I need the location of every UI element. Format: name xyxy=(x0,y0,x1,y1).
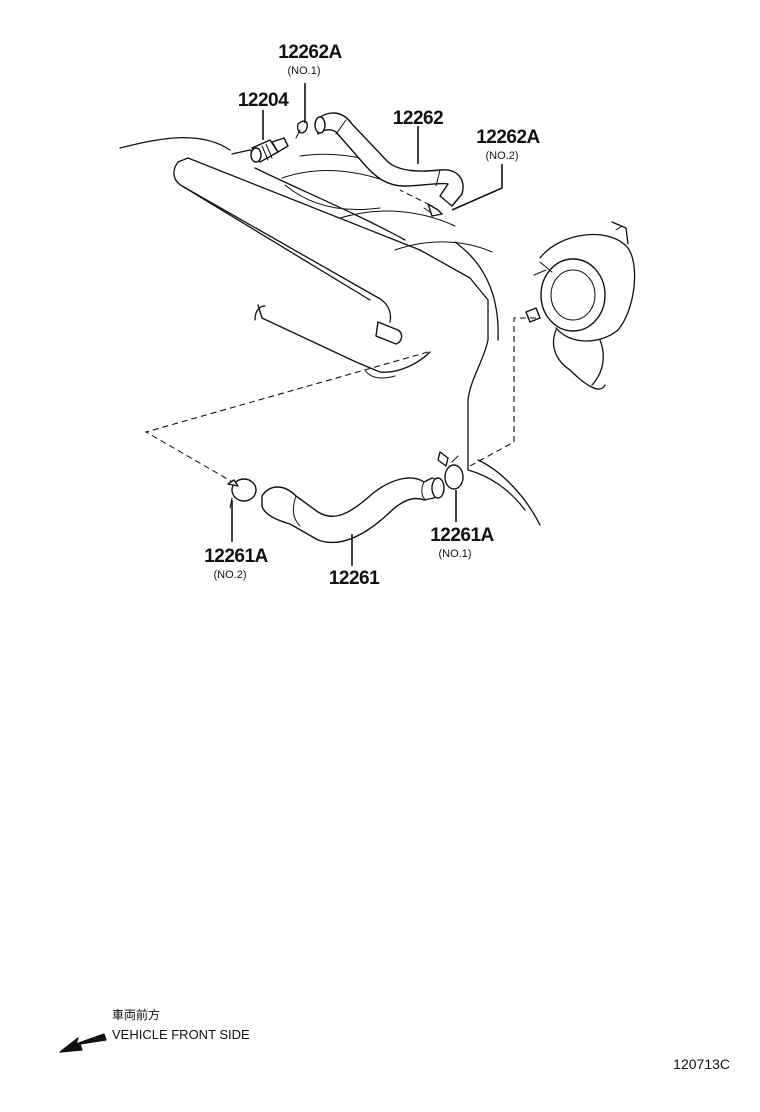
reference-lines xyxy=(144,189,536,485)
ventilation-hose-lower xyxy=(261,477,445,544)
clip-12261a-no2 xyxy=(227,478,257,509)
ventilation-hose-upper xyxy=(314,112,464,207)
sub-12262a-no2: (NO.2) xyxy=(486,150,519,162)
clip-12262a-no2 xyxy=(423,203,443,217)
clip-12262a-no1 xyxy=(295,120,308,139)
label-12262: 12262 xyxy=(393,108,443,129)
vehicle-front-label-jp: 車両前方 xyxy=(112,1007,160,1022)
label-12261a-no1: 12261A xyxy=(430,525,494,546)
pcv-valve xyxy=(250,137,289,163)
leader-lines xyxy=(231,83,503,566)
arrow-left-down-icon xyxy=(59,1033,107,1053)
label-12204: 12204 xyxy=(238,90,289,111)
label-12261: 12261 xyxy=(329,568,380,589)
clip-12261a-no1 xyxy=(437,451,464,490)
label-12261a-no2: 12261A xyxy=(204,546,268,567)
vehicle-front-label-en: VEHICLE FRONT SIDE xyxy=(112,1027,250,1042)
sub-12261a-no1: (NO.1) xyxy=(439,548,472,560)
sub-12261a-no2: (NO.2) xyxy=(214,569,247,581)
sub-12262a-no1: (NO.1) xyxy=(288,65,321,77)
engine-outline xyxy=(119,136,541,526)
part-labels: 12262A (NO.1) 12204 12262 12262A (NO.2) … xyxy=(204,42,541,589)
vehicle-front-indicator: 車両前方 VEHICLE FRONT SIDE xyxy=(59,1007,250,1053)
label-12262a-no2: 12262A xyxy=(476,127,540,148)
throttle-body xyxy=(525,221,636,390)
illustration-code: 120713C xyxy=(673,1056,730,1072)
label-12262a-no1: 12262A xyxy=(278,42,342,63)
